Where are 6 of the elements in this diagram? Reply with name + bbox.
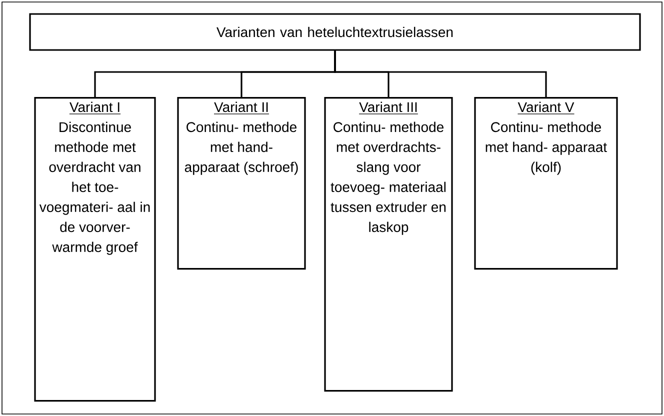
variant-box: Variant V Continu- methode met hand- apparaat (kolf)	[474, 97, 618, 270]
variant-box: Variant I Discontinue methode met overdracht van het toe- voegmateri- aal in de voorver- warmde groef	[34, 97, 156, 402]
connector-line	[334, 50, 547, 97]
variant-box: Variant III Continu- methode met overdrachts- slang voor toevoeg- materiaal tussen extruder en laskop	[324, 97, 453, 392]
variant-box: Variant II Continu- methode met hand- apparaat (schroef)	[177, 97, 306, 270]
title-box: Varianten van heteluchtextrusielassen	[29, 13, 641, 51]
